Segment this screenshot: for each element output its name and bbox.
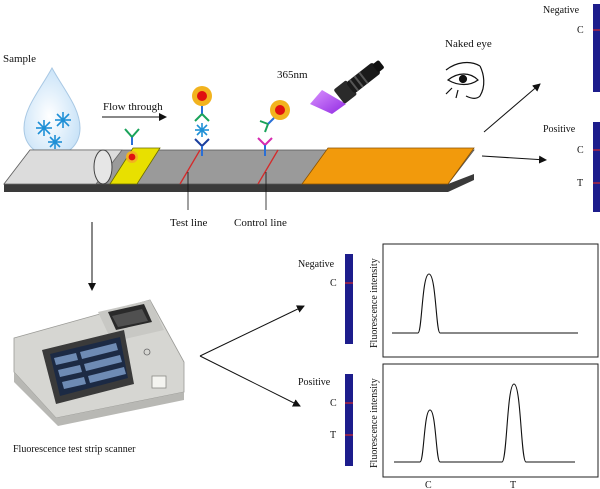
positive-plot-t-tick: T bbox=[510, 480, 516, 489]
eye-icon bbox=[446, 63, 484, 99]
strip-insertion-port bbox=[152, 376, 166, 388]
fluorescence-scanner-device bbox=[14, 300, 184, 426]
flow-through-label: Flow through bbox=[103, 101, 163, 113]
naked-eye-negative-label: Negative bbox=[543, 5, 580, 16]
flashlight-icon bbox=[333, 57, 387, 104]
sample-label: Sample bbox=[3, 53, 36, 65]
naked-eye-label: Naked eye bbox=[445, 38, 492, 50]
arrow-to-positive-plot bbox=[200, 356, 300, 406]
negative-plot-frame bbox=[383, 244, 598, 357]
control-line-capture-complex bbox=[258, 100, 290, 156]
scanner-negative-strip bbox=[345, 254, 353, 344]
test-line-capture-complex bbox=[192, 86, 212, 156]
positive-plot-c-tick: C bbox=[425, 480, 432, 489]
absorbent-pad bbox=[302, 148, 474, 184]
naked-eye-positive-label: Positive bbox=[543, 124, 576, 135]
test-line-label: Test line bbox=[170, 217, 208, 229]
strip-roll bbox=[94, 150, 112, 184]
scanner-positive-label: Positive bbox=[298, 377, 331, 388]
gold-conjugate-particle bbox=[126, 151, 138, 163]
naked-eye-positive-c-label: C bbox=[577, 145, 584, 156]
positive-plot-ylabel: Fluorescence intensity bbox=[369, 378, 380, 468]
scanner-negative-label: Negative bbox=[298, 259, 335, 270]
wavelength-label: 365nm bbox=[277, 69, 308, 81]
naked-eye-positive-t-label: T bbox=[577, 178, 583, 189]
scanner-positive-c-label: C bbox=[330, 398, 337, 409]
arrow-to-negative-strip bbox=[484, 84, 540, 132]
test-strip bbox=[4, 148, 474, 192]
scanner-negative-c-label: C bbox=[330, 278, 337, 289]
scanner-positive-strip bbox=[345, 374, 353, 466]
arrow-to-negative-plot bbox=[200, 306, 304, 356]
positive-plot-frame bbox=[383, 364, 598, 477]
scanner-positive-t-label: T bbox=[330, 430, 336, 441]
naked-eye-negative-strip bbox=[593, 4, 600, 92]
arrow-to-positive-strip bbox=[482, 156, 546, 160]
detection-antibody bbox=[125, 129, 139, 145]
control-line-label: Control line bbox=[234, 217, 287, 229]
scanner-label: Fluorescence test strip scanner bbox=[13, 444, 136, 455]
naked-eye-negative-c-label: C bbox=[577, 25, 584, 36]
sample-droplet bbox=[24, 68, 80, 156]
negative-plot-ylabel: Fluorescence intensity bbox=[369, 258, 380, 348]
naked-eye-positive-strip bbox=[593, 122, 600, 212]
